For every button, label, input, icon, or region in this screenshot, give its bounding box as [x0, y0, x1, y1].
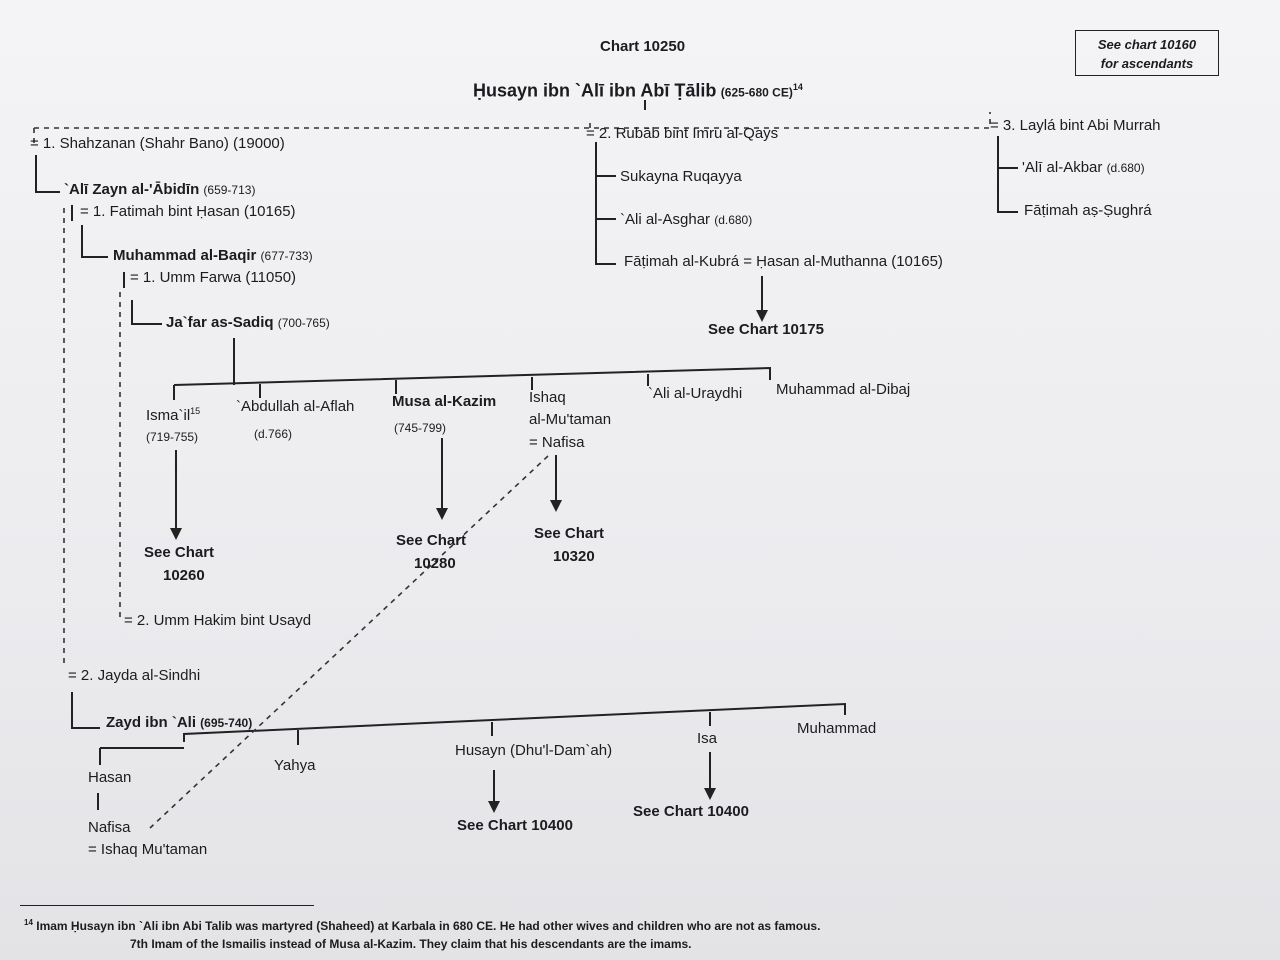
isa-arrow-head	[704, 788, 716, 800]
zayd-person: Zayd ibn `Ali (695-740)	[106, 713, 252, 733]
see-chart-10400-isa[interactable]: See Chart 10400	[633, 803, 749, 820]
see-chart-10280-line2[interactable]: 10280	[414, 555, 456, 572]
zayd-children-bar	[183, 702, 846, 742]
root-marriage-line	[34, 112, 991, 129]
ishaq-arrow-head	[550, 500, 562, 512]
ascendants-reference-box[interactable]: See chart 10160 for ascendants	[1075, 30, 1219, 76]
zayn-wife-1: = 1. Fatimah bint Ḥasan (10165)	[80, 203, 296, 220]
layla-children-line	[997, 136, 1018, 213]
abdullah-dates: (d.766)	[254, 427, 293, 441]
zayd-child-husayn: Husayn (Dhu'l-Dam`ah)	[455, 742, 613, 759]
ali-asghar-name: `Ali al-Asghar	[620, 211, 711, 228]
nafisa-spouse: = Ishaq Mu'taman	[88, 841, 208, 858]
jafar-person: Ja`far as-Sadiq (700-765)	[166, 313, 330, 333]
see-chart-10175[interactable]: See Chart 10175	[708, 321, 824, 338]
zayn-person: `Alī Zayn al-'Ābidīn (659-713)	[64, 180, 255, 200]
zayd-child-isa: Isa	[697, 730, 718, 747]
ali-asghar-dates: (d.680)	[714, 213, 753, 227]
rubab-child-ali-asghar: `Ali al-Asghar (d.680)	[620, 210, 752, 230]
ascendants-line1: See chart 10160	[1097, 37, 1197, 52]
child-abdullah: `Abdullah al-Aflah	[236, 398, 355, 415]
baqir-wife-1: = 1. Umm Farwa (11050)	[130, 269, 297, 286]
wife-3: = 3. Laylá bint Abi Murrah	[990, 117, 1161, 134]
zayn-wife-2: = 2. Jayda al-Sindhi	[68, 667, 201, 684]
rubab-children-line	[595, 142, 616, 265]
wife-1: = 1. Shahzanan (Shahr Bano) (19000)	[30, 135, 285, 152]
root-dates: (625-680 CE)	[720, 85, 793, 100]
zayd-name: Zayd ibn `Ali	[106, 714, 196, 731]
child-ali-uraydhi: `Ali al-Uraydhi	[648, 385, 743, 402]
hasan-child-nafisa: Nafisa	[88, 819, 131, 836]
child-ismail: Isma`il15	[146, 402, 200, 425]
wife-2: = 2. Rubāb bint Imru al-Qays	[586, 125, 779, 142]
nafisa-ishaq-link	[149, 455, 549, 829]
ali-akbar-dates: (d.680)	[1106, 161, 1145, 175]
see-chart-10320-line1[interactable]: See Chart	[534, 525, 605, 542]
baqir-wife-2: = 2. Umm Hakim bint Usayd	[124, 612, 312, 629]
see-chart-10320-line2[interactable]: 10320	[553, 548, 595, 565]
footnote-14: 14 Imam Ḥusayn ibn `Ali ibn Abi Talib wa…	[24, 918, 820, 933]
see-chart-10400-husayn[interactable]: See Chart 10400	[457, 817, 573, 834]
root-person: Ḥusayn ibn `Alī ibn Abī Ṭālib (625-680 C…	[473, 78, 803, 102]
zayd-branch-line	[71, 692, 100, 729]
child-muhammad-dibaj: Muhammad al-Dibaj	[776, 381, 911, 398]
jafar-child-ticks	[259, 374, 649, 398]
zayd-dates: (695-740)	[200, 716, 253, 730]
zayd-child-yahya: Yahya	[274, 757, 316, 774]
zayn-branch-line	[35, 155, 60, 193]
husayn-arrow-head	[488, 801, 500, 813]
layla-child-ali-akbar: 'Alī al-Akbar (d.680)	[1022, 158, 1145, 178]
layla-child-fatimah-sughra: Fāṭimah aṣ-Ṣughrá	[1024, 202, 1152, 219]
jafar-name: Ja`far as-Sadiq	[166, 314, 274, 331]
footnote-rule	[20, 905, 314, 906]
zayn-dates: (659-713)	[203, 183, 256, 197]
see-chart-10280-line1[interactable]: See Chart	[396, 532, 467, 549]
jafar-branch-line	[131, 300, 162, 325]
baqir-person: Muhammad al-Baqir (677-733)	[113, 246, 313, 266]
kubra-arrow-head	[756, 310, 768, 322]
footnote-15: 7th Imam of the Ismailis instead of Musa…	[130, 937, 692, 951]
musa-dates: (745-799)	[394, 421, 447, 435]
musa-arrow-head	[436, 508, 448, 520]
rubab-child-sukayna: Sukayna Ruqayya	[620, 168, 742, 185]
zayd-child-muhammad: Muhammad	[797, 720, 877, 737]
jafar-children-bar	[173, 366, 771, 400]
child-musa: Musa al-Kazim	[392, 393, 497, 410]
rubab-child-fatimah-kubra: Fāṭimah al-Kubrá = Ḥasan al-Muthanna (10…	[624, 253, 943, 270]
footnote-14-text: Imam Ḥusayn ibn `Ali ibn Abi Talib was m…	[36, 919, 821, 933]
zayd-child-hasan: Hasan	[88, 769, 132, 786]
jafar-dates: (700-765)	[277, 316, 330, 330]
zayn-name: `Alī Zayn al-'Ābidīn	[64, 181, 200, 198]
ismail-dates: (719-755)	[146, 430, 199, 444]
see-chart-10260-line2[interactable]: 10260	[163, 567, 205, 584]
ascendants-line2: for ascendants	[1100, 56, 1194, 71]
root-name: Ḥusayn ibn `Alī ibn Abī Ṭālib	[473, 80, 717, 101]
zayd-child-ticks	[99, 712, 711, 765]
baqir-name: Muhammad al-Baqir	[113, 247, 257, 264]
child-ishaq-line2: al-Mu'taman	[529, 411, 612, 428]
root-footnote-ref: 14	[792, 82, 803, 92]
chart-title: Chart 10250	[600, 38, 686, 55]
baqir-dates: (677-733)	[260, 249, 313, 263]
see-chart-10260-line1[interactable]: See Chart	[144, 544, 215, 561]
child-ishaq-line1: Ishaq	[529, 389, 566, 406]
child-ishaq-spouse: = Nafisa	[529, 434, 585, 451]
ismail-arrow-head	[170, 528, 182, 540]
footnote-14-ref: 14	[24, 918, 33, 927]
baqir-branch-line	[81, 225, 108, 258]
ismail-name: Isma`il	[146, 407, 191, 424]
ismail-footnote-ref: 15	[190, 406, 201, 416]
ali-akbar-name: 'Alī al-Akbar	[1022, 159, 1103, 176]
